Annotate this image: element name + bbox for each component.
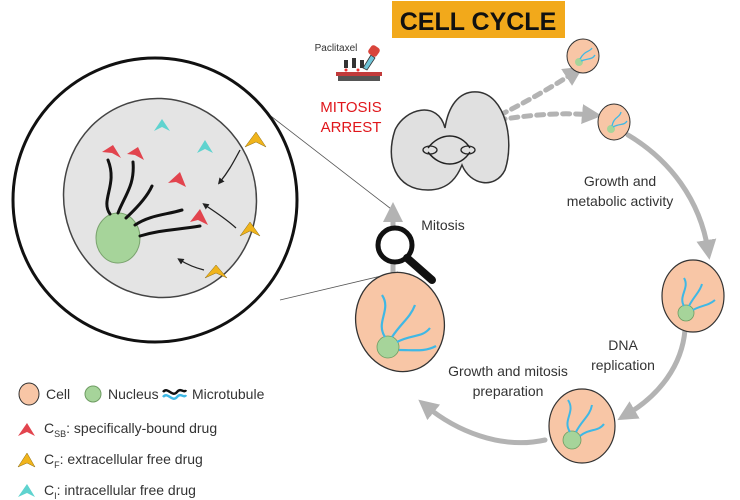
stage-dna-line-1: DNA [608, 337, 638, 353]
arrow-dna-to-g2 [617, 327, 688, 421]
paclitaxel-dropper-icon [336, 45, 382, 81]
legend-nucleus: Nucleus [84, 385, 159, 403]
magnifier-icon [375, 225, 436, 284]
uptake-arrows [177, 149, 241, 271]
legend-ci: CI: intracellular free drug [18, 482, 196, 500]
page-title: CELL CYCLE [400, 8, 557, 36]
extracellular-free-drugs [204, 131, 267, 279]
daughter-cell-bottom [597, 103, 631, 141]
legend-cf: CF: extracellular free drug [17, 451, 203, 470]
svg-text:Cell: Cell [46, 386, 70, 402]
arrow-division-lower [495, 104, 602, 125]
stage-growth-line-2: metabolic activity [567, 193, 674, 209]
stage-dna-line-2: replication [591, 357, 655, 373]
svg-text:CSB: specifically-bound drug: CSB: specifically-bound drug [44, 420, 217, 439]
legend: Cell Nucleus Microtubule CSB: specifical… [17, 382, 265, 500]
zoomed-nucleus [95, 212, 141, 264]
arrow-division-upper [497, 66, 584, 118]
svg-text:CF: extracellular free drug: CF: extracellular free drug [44, 451, 203, 470]
specifically-bound-drugs [102, 145, 208, 225]
legend-microtubule: Microtubule [162, 386, 265, 402]
legend-csb: CSB: specifically-bound drug [18, 420, 217, 439]
legend-cell: Cell [18, 382, 70, 406]
stage-g2-line-1: Growth and mitosis [448, 363, 568, 379]
arrow-growth-to-dna [625, 132, 717, 260]
arrow-g2-to-mitosis-prep [418, 399, 548, 446]
zoomed-cell-view [11, 56, 299, 344]
stage-mitosis: Mitosis [421, 217, 465, 233]
cell-dna-replication [661, 259, 725, 333]
daughter-cell-top [566, 38, 600, 74]
svg-text:Nucleus: Nucleus [108, 386, 159, 402]
title-box: CELL CYCLE [392, 1, 565, 38]
cell-g2 [548, 388, 616, 464]
svg-text:CI: intracellular free drug: CI: intracellular free drug [44, 482, 196, 500]
stage-growth-line-1: Growth and [584, 173, 656, 189]
cell-mitosis-prep [354, 271, 446, 373]
arrest-line-1: MITOSIS [320, 99, 381, 116]
intracellular-free-drugs [154, 119, 213, 153]
svg-text:Microtubule: Microtubule [192, 386, 265, 402]
zoom-line-top [262, 109, 396, 213]
drug-label: Paclitaxel [315, 43, 358, 54]
stage-g2-line-2: preparation [473, 383, 544, 399]
zoomed-microtubules [105, 158, 202, 238]
dividing-cell-icon [390, 91, 510, 191]
arrest-line-2: ARREST [321, 119, 382, 136]
